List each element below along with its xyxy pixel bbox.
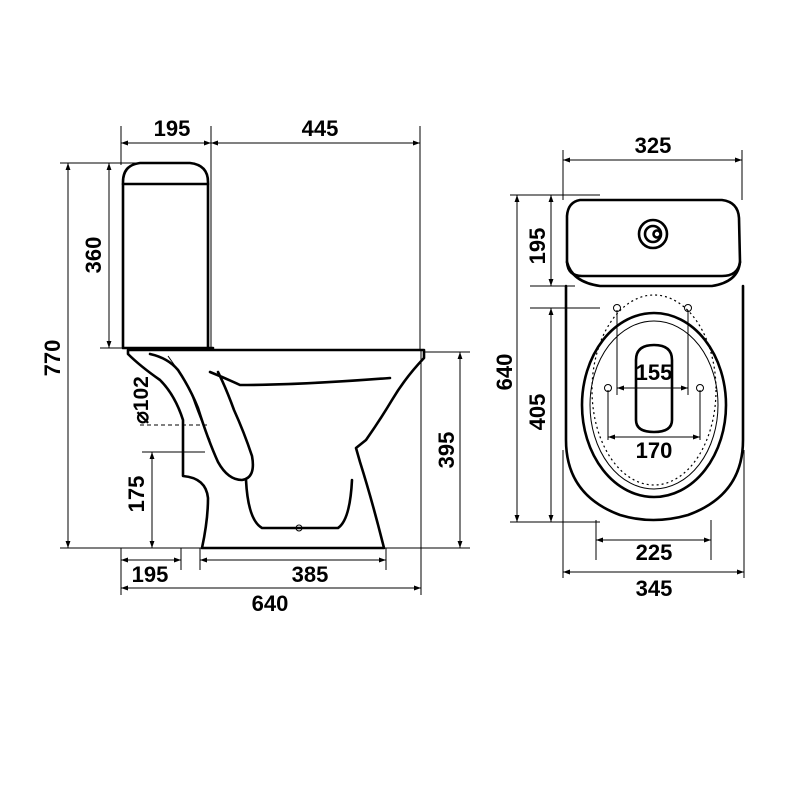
dim-170: 170 (636, 438, 673, 463)
dim-445-top: 445 (302, 116, 339, 141)
side-dimension-lines (65, 140, 463, 591)
dim-195-bottom: 195 (132, 562, 169, 587)
dim-155: 155 (636, 360, 673, 385)
dim-175: 175 (124, 476, 149, 513)
dim-102-diameter: ⌀102 (130, 376, 153, 424)
seat-outline (580, 311, 728, 499)
dim-345: 345 (636, 576, 673, 601)
top-dimension-lines (514, 157, 744, 575)
dim-770: 770 (40, 340, 65, 377)
dim-385: 385 (292, 562, 329, 587)
dim-360: 360 (81, 237, 106, 274)
dim-395: 395 (434, 432, 459, 469)
cistern-top-outline (565, 198, 742, 278)
dim-225: 225 (636, 540, 673, 565)
dim-325: 325 (635, 133, 672, 158)
top-view: 325 195 640 405 155 170 225 345 (492, 133, 745, 601)
side-extension-lines (60, 126, 470, 595)
seat-inner-outline (589, 320, 719, 490)
seat-cover-dotted (591, 294, 717, 486)
dim-640-depth: 640 (492, 354, 517, 391)
bowl-outline (126, 348, 426, 550)
water-area (634, 343, 674, 434)
dim-195-top: 195 (154, 116, 191, 141)
top-extension-lines (510, 150, 745, 578)
dim-195-tank: 195 (525, 228, 550, 265)
trapway (148, 352, 255, 482)
dim-405: 405 (525, 394, 550, 431)
dim-640-bottom: 640 (252, 591, 289, 616)
cistern-outline (121, 161, 210, 350)
bowl-top-outline (564, 284, 745, 522)
flush-button-icon[interactable] (637, 218, 669, 250)
side-view: 195 445 360 770 ⌀102 175 395 195 385 640 (40, 116, 470, 616)
bowl-floor (244, 478, 354, 530)
